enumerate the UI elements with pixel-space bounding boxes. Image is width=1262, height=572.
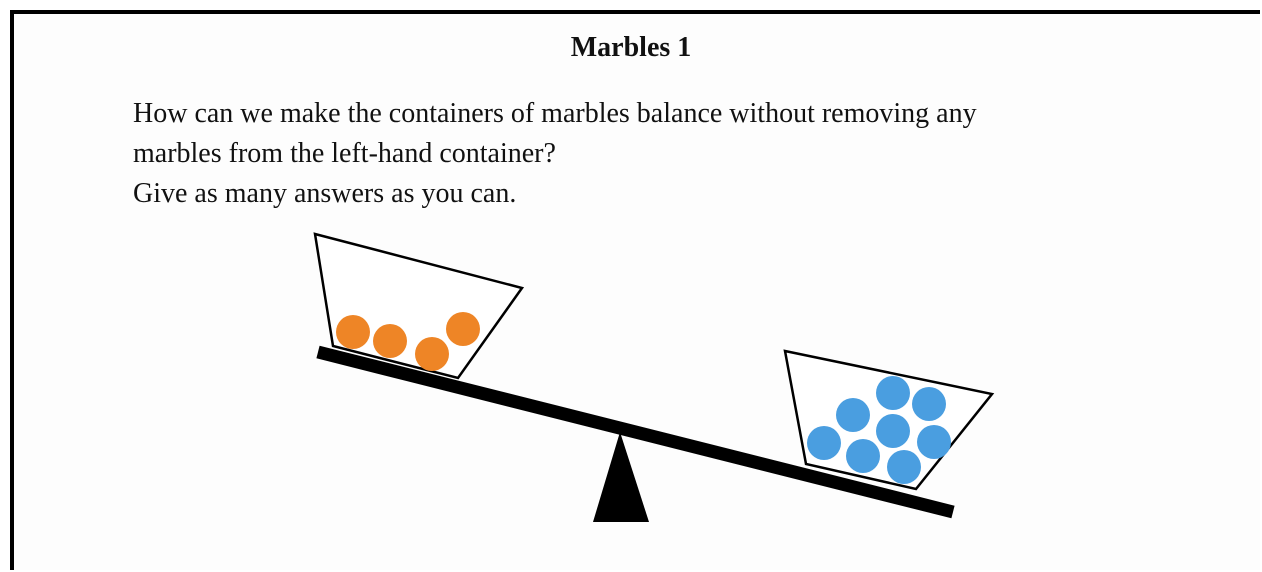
right-marble — [876, 414, 910, 448]
puzzle-card — [10, 10, 1260, 570]
question-line-1: How can we make the containers of marble… — [133, 98, 977, 129]
left-marble — [373, 324, 407, 358]
left-marble — [336, 315, 370, 349]
question-line-3: Give as many answers as you can. — [133, 178, 517, 209]
left-marble — [446, 312, 480, 346]
right-marble — [887, 450, 921, 484]
fulcrum-triangle — [593, 432, 649, 522]
right-marble — [846, 439, 880, 473]
puzzle-title: Marbles 1 — [570, 32, 692, 63]
left-marbles — [336, 312, 480, 371]
right-marble — [807, 426, 841, 460]
left-marble — [415, 337, 449, 371]
right-marble — [917, 425, 951, 459]
right-marble — [912, 387, 946, 421]
question-line-2: marbles from the left-hand container? — [133, 138, 556, 169]
right-marble — [836, 398, 870, 432]
question-text: How can we make the containers of marble… — [133, 94, 1213, 214]
balance-beam — [316, 345, 955, 519]
right-marble — [876, 376, 910, 410]
right-marbles — [807, 376, 951, 484]
